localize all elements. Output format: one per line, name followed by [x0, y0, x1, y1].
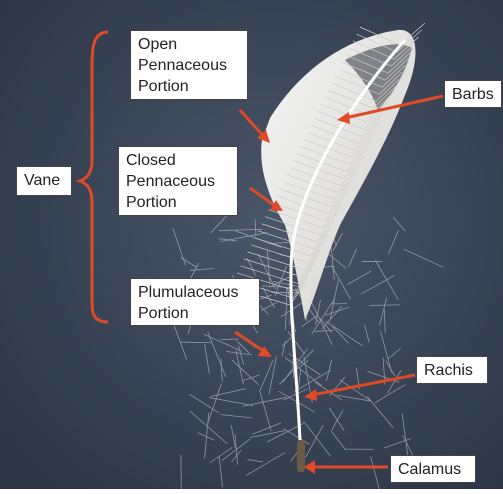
- calamus-tip: [297, 440, 305, 472]
- label-vane: Vane: [16, 166, 72, 196]
- label-rachis: Rachis: [416, 356, 488, 384]
- label-barbs: Barbs: [444, 80, 502, 108]
- label-closed-pennaceous: Closed Pennaceous Portion: [118, 146, 238, 216]
- label-calamus: Calamus: [390, 455, 476, 483]
- label-open-pennaceous: Open Pennaceous Portion: [130, 30, 248, 100]
- label-plumulaceous: Plumulaceous Portion: [130, 278, 260, 326]
